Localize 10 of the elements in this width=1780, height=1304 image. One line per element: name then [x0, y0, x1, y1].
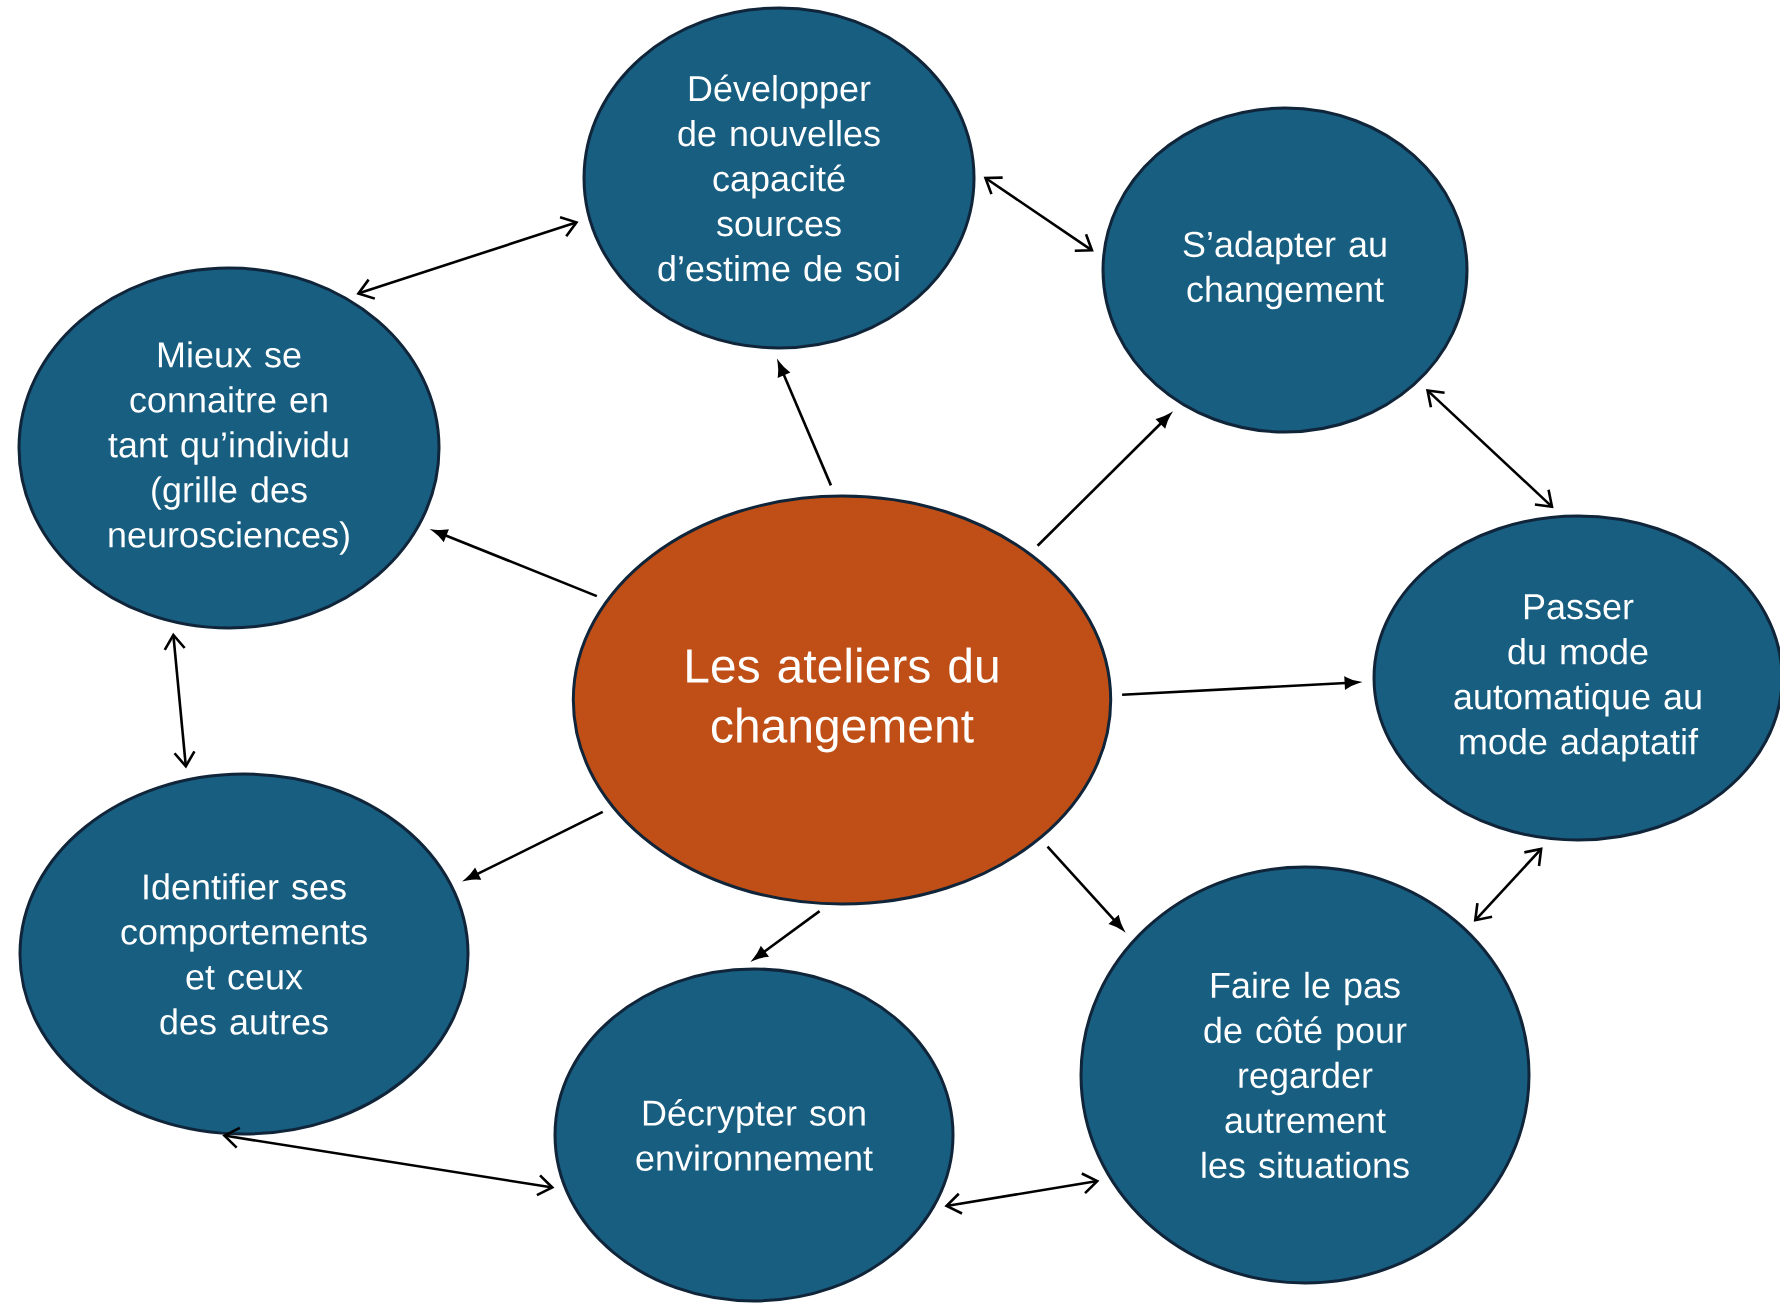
- arrow: [163, 632, 196, 769]
- arrow: [222, 1126, 555, 1197]
- arrow: [753, 910, 821, 961]
- arrow: [944, 1172, 1100, 1215]
- arrow: [1046, 845, 1124, 931]
- arrow: [1036, 413, 1171, 547]
- arrow: [983, 176, 1094, 253]
- arrow: [1473, 847, 1543, 922]
- arrow: [1425, 388, 1554, 509]
- arrow: [356, 215, 579, 300]
